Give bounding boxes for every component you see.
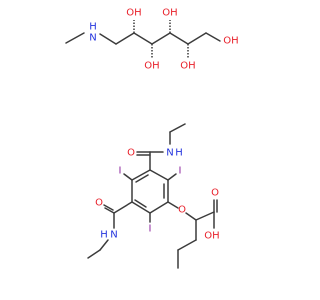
atom-o-acid: O (211, 188, 219, 199)
bond (113, 201, 133, 214)
atom-iodine-right: I (179, 166, 182, 177)
substituent-bonds (87, 123, 218, 269)
bond (167, 201, 179, 209)
chemical-structure-drawing: N H OH OH OH OH OH (65, 8, 239, 269)
atom-h-amide-left: H (100, 230, 108, 241)
bond (131, 169, 151, 181)
bond (131, 201, 151, 214)
bond (187, 32, 207, 45)
structure-canvas: N H OH OH OH OH OH (65, 7, 239, 269)
bond (167, 173, 177, 181)
bond (195, 211, 215, 221)
aromatic-ring-bonds (131, 169, 169, 214)
atom-n-amide-left: N (110, 230, 117, 241)
meglumine-stereo-bonds (133, 20, 189, 58)
bond (99, 33, 117, 45)
atom-oh-1: OH (126, 8, 141, 19)
bond (151, 32, 171, 45)
bond (104, 207, 115, 214)
bond (169, 123, 186, 133)
atom-h-amide-top: H (175, 148, 183, 159)
bond (103, 204, 114, 211)
bond (149, 169, 169, 181)
bond (123, 173, 133, 181)
atom-h-on-n: H (89, 22, 97, 33)
atom-oh-2: OH (144, 61, 159, 72)
bond (99, 239, 109, 251)
atom-iodine-left: I (119, 166, 122, 177)
meglumine-bonds (65, 32, 221, 45)
bond (134, 199, 147, 208)
bond (169, 32, 189, 45)
atom-o-amide-left: O (95, 198, 103, 209)
bond (65, 32, 85, 44)
atom-o-amide-top: O (127, 148, 135, 159)
atom-n-methyl: N (89, 33, 96, 44)
atom-o-ether: O (178, 205, 186, 216)
atom-oh-4: OH (180, 61, 195, 72)
bond (177, 239, 197, 251)
bond (115, 32, 135, 45)
atom-oh-5: OH (223, 36, 238, 47)
bond (87, 249, 101, 259)
atom-iodine-bottom: I (149, 224, 152, 235)
atom-oh-3: OH (162, 8, 177, 19)
bond (185, 212, 197, 221)
atom-oh-acid: OH (204, 231, 219, 242)
bond (135, 174, 149, 183)
atom-n-amide-top: N (166, 148, 173, 159)
bond (205, 32, 221, 42)
bond (149, 201, 169, 214)
bond (133, 32, 153, 45)
